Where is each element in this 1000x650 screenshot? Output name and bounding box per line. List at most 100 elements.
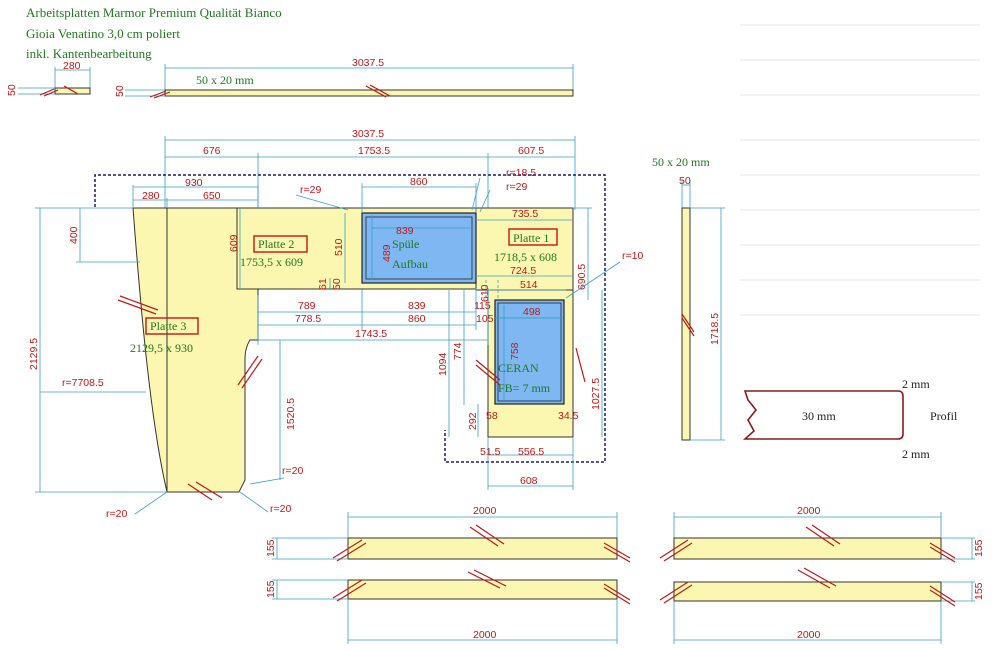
dim-778: 778.5 [295, 313, 321, 325]
sink-label-1: Spüle [392, 237, 419, 251]
short-strip-height: 50 [6, 84, 18, 96]
ceran-label-1: CERAN [498, 361, 539, 375]
bottom-strip-bl: 155 2000 [265, 569, 631, 644]
dim-839: 839 [408, 300, 426, 312]
ceran-label-2: FB= 7 mm [498, 381, 551, 395]
profile-bottom: 2 mm [902, 447, 930, 461]
dim-34: 34.5 [558, 410, 579, 422]
dim-1743: 1743.5 [355, 328, 387, 340]
short-strip-length: 280 [63, 60, 81, 72]
platte-1-box [508, 228, 558, 246]
outline-dashed [94, 174, 606, 463]
dim-607: 607.5 [518, 145, 544, 157]
header-line-2: Gioia Venatino 3,0 cm poliert [26, 26, 180, 41]
dim-292: 292 [467, 412, 479, 430]
faint-lines [740, 24, 980, 316]
strip-tl-height: 155 [265, 539, 277, 557]
long-strip-note: 50 x 20 mm [196, 73, 254, 87]
platte-2-box [253, 235, 308, 253]
platte-1-name: Platte 1 [513, 231, 549, 245]
strip-tr-height: 155 [973, 539, 985, 557]
platte2-dims: 609 510 61 50 839 489 [228, 208, 414, 290]
dim-280: 280 [142, 190, 160, 202]
dim-514: 514 [520, 279, 538, 291]
profile-thickness: 30 mm [802, 409, 836, 423]
radius-7708: r=7708.5 [62, 377, 104, 389]
platte-3-box [145, 317, 199, 335]
top-short-strip: 280 50 [6, 60, 91, 97]
radius-29b: r=29 [506, 181, 527, 193]
radius-18: r=18.5 [506, 167, 536, 179]
platte-2-name: Platte 2 [258, 237, 294, 251]
long-strip-height: 50 [114, 85, 126, 97]
platte-3-name: Platte 3 [150, 319, 186, 333]
dim-676: 676 [203, 145, 221, 157]
strip-tl-length: 2000 [473, 505, 497, 517]
radius-10: r=10 [622, 250, 643, 262]
platte-3-shape [132, 207, 259, 493]
left-dimensions: 2129.5 400 r=7708.5 [28, 207, 167, 493]
platte3-side-dims: 1520.5 r=20 r=20 r=20 [106, 340, 303, 520]
dim-608: 608 [520, 475, 538, 487]
side-strip-note: 50 x 20 mm [652, 155, 710, 169]
dim-758: 758 [509, 342, 521, 360]
cut-marks [117, 295, 586, 501]
strip-tr-length: 2000 [797, 505, 821, 517]
dim-overall: 3037.5 [352, 128, 384, 140]
platte-2-size: 1753,5 x 609 [240, 255, 303, 269]
dim-860: 860 [408, 313, 426, 325]
sink-cutout [361, 212, 477, 284]
dim-609: 609 [228, 234, 240, 252]
dim-2129: 2129.5 [28, 338, 40, 370]
top-long-strip: 3037.5 50 50 x 20 mm [114, 57, 574, 99]
dim-774: 774 [452, 342, 464, 360]
platte-3-size: 2129,5 x 930 [130, 341, 193, 355]
radius-20b: r=20 [270, 503, 291, 515]
dim-789: 789 [298, 300, 316, 312]
profile-label: Profil [930, 409, 958, 423]
dim-1094: 1094 [437, 352, 449, 376]
radius-29a: r=29 [300, 184, 321, 196]
sink-top-dims: 860 r=29 r=18.5 r=29 735.5 [295, 167, 573, 221]
radius-20c: r=20 [106, 508, 127, 520]
dim-489: 489 [381, 244, 393, 262]
dim-498: 498 [523, 306, 541, 318]
long-strip-length: 3037.5 [352, 57, 384, 69]
dim-724: 724.5 [510, 265, 536, 277]
dim-115: 115 [474, 300, 491, 312]
platte3-top-dims: 930 650 280 [132, 177, 259, 208]
dim-735: 735.5 [512, 208, 538, 220]
middle-dims: 789 839 778.5 860 1743.5 [257, 288, 489, 345]
side-strip-width: 50 [679, 175, 691, 187]
dim-1753: 1753.5 [358, 145, 390, 157]
strip-br-length: 2000 [797, 629, 821, 641]
dim-50: 50 [331, 278, 343, 290]
overall-dimensions: 3037.5 676 1753.5 607.5 [164, 128, 576, 210]
ceran-cutout [494, 299, 565, 405]
bottom-strip-br: 155 2000 [659, 567, 985, 644]
dim-610: 610 [479, 284, 491, 302]
radius-20a: r=20 [282, 465, 303, 477]
platte-1-size: 1718,5 x 608 [494, 250, 557, 264]
strip-bl-height: 155 [265, 580, 277, 598]
dim-510: 510 [333, 238, 345, 256]
dim-515: 51.5 [480, 446, 501, 458]
profile-top: 2 mm [902, 377, 930, 391]
dim-556: 556.5 [518, 446, 544, 458]
dim-105: 105 [476, 313, 494, 325]
dim-58: 58 [486, 410, 498, 422]
sink-label-2: Aufbau [392, 257, 428, 271]
bottom-strip-tr: 2000 155 [659, 505, 985, 563]
dim-1027: 1027.5 [590, 378, 602, 410]
dim-930: 930 [185, 177, 203, 189]
dim-690: 690.5 [576, 264, 588, 290]
dim-650: 650 [203, 190, 221, 202]
profile-section: 2 mm 30 mm Profil 2 mm [742, 377, 958, 461]
dim-61: 61 [317, 278, 329, 290]
platte1-dims: 724.5 690.5 r=10 514 498 1027.5 115 105 … [474, 207, 643, 437]
dim-839-sink: 839 [396, 225, 414, 237]
bottom-strip-tl: 2000 155 [265, 505, 631, 563]
dim-400: 400 [68, 226, 80, 244]
